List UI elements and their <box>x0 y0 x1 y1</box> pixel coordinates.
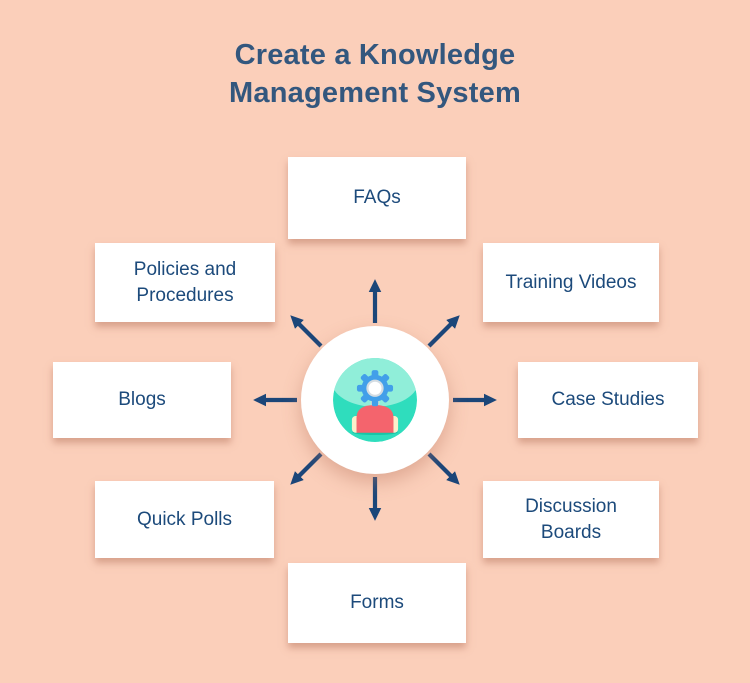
node-label: Training Videos <box>505 271 637 293</box>
node-label: Policies and Procedures <box>133 258 237 306</box>
arrow-up-left <box>290 315 323 348</box>
arrow-down-right <box>427 452 460 485</box>
node-blogs: Blogs <box>53 362 231 438</box>
node-policies-and-procedures: Policies and Procedures <box>95 243 275 322</box>
diagram-title: Create a Knowledge Management System <box>0 36 750 112</box>
node-faqs: FAQs <box>288 157 466 239</box>
arrow-down-left <box>290 452 323 485</box>
icon-shirt <box>356 405 394 433</box>
diagram-title-text: Create a Knowledge Management System <box>229 39 521 109</box>
node-label: Blogs <box>118 389 166 410</box>
node-label: Discussion Boards <box>525 495 617 543</box>
hub-circle <box>301 326 449 474</box>
arrow-lines <box>253 279 497 521</box>
node-case-studies: Case Studies <box>518 362 698 438</box>
node-label: Quick Polls <box>136 508 233 530</box>
node-discussion-boards: Discussion Boards <box>483 481 659 558</box>
gear-icon <box>356 370 394 407</box>
node-forms: Forms <box>288 563 466 643</box>
node-quick-polls: Quick Polls <box>95 481 274 558</box>
node-label: FAQs <box>353 187 401 208</box>
person-with-gear-icon <box>333 358 417 442</box>
arrow-up-right <box>427 315 460 348</box>
node-label: Forms <box>350 592 404 613</box>
node-label: Case Studies <box>551 389 665 410</box>
node-training-videos: Training Videos <box>483 243 659 322</box>
